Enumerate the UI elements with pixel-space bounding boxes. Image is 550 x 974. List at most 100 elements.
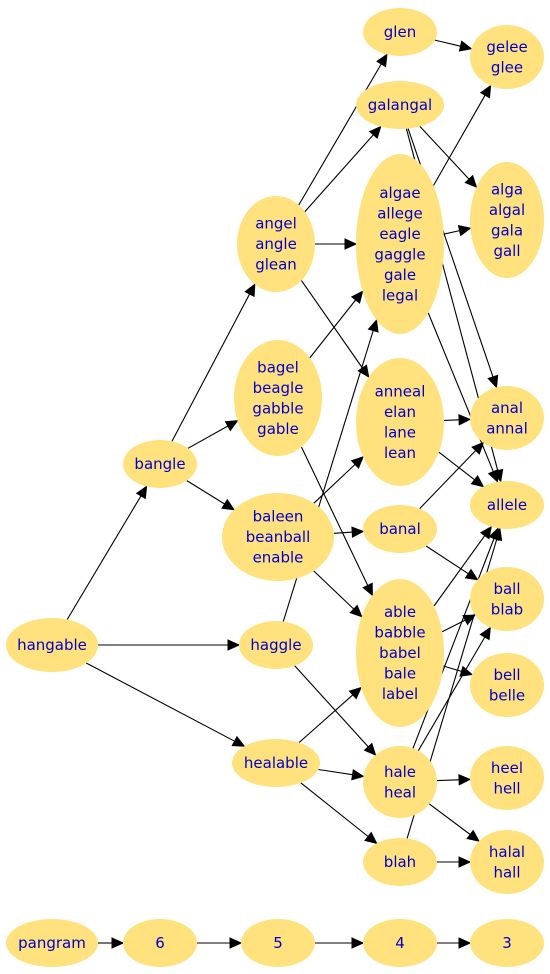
edge-line: [419, 450, 477, 510]
node-label-line: haggle: [250, 636, 301, 654]
node-label-line: lane: [384, 423, 416, 441]
edge-angel-to-anneal: [300, 280, 370, 378]
node-label-line: blab: [491, 600, 523, 618]
edge-banal-to-ball: [425, 545, 479, 581]
edge-line: [433, 535, 486, 607]
edge-line: [300, 782, 369, 837]
node-label-line: eagle: [379, 225, 420, 243]
edge-haggle-to-hale: [294, 665, 377, 756]
edge-line: [425, 545, 469, 575]
node-ellipse: [470, 919, 544, 967]
edge-anneal-to-anal: [443, 414, 472, 426]
edge-arrowhead: [491, 527, 503, 542]
node-ellipse: [470, 653, 544, 717]
node-label-line: babel: [379, 644, 421, 662]
edge-line: [298, 694, 354, 744]
edge-arrowhead: [350, 290, 364, 304]
node-label-line: healable: [244, 754, 308, 772]
node-label-line: allele: [487, 496, 527, 514]
node-ellipse: [356, 358, 444, 486]
node-ellipse: [222, 493, 334, 581]
node-ellipse: [470, 481, 544, 529]
edge-n5-to-n4: [315, 937, 365, 949]
edge-glen-to-gelee: [434, 39, 473, 52]
edge-arrowhead: [479, 626, 491, 641]
node-healable: healable: [232, 739, 320, 787]
edge-baleen-to-anneal: [313, 455, 364, 504]
edge-line: [333, 531, 353, 534]
edge-hangable-to-bangle: [66, 485, 148, 620]
node-label-line: heel: [491, 759, 523, 777]
edge-arrowhead: [351, 937, 365, 949]
node-n4: 4: [363, 919, 437, 967]
edge-line: [438, 451, 475, 481]
node-label-line: lean: [384, 444, 416, 462]
node-label-line: 5: [273, 934, 283, 952]
edge-hale-to-halal: [428, 803, 480, 842]
edge-bagel-to-able: [301, 446, 373, 597]
node-ellipse: [470, 386, 544, 450]
edge-arrowhead: [464, 174, 478, 189]
node-ellipse: [232, 739, 320, 787]
edge-anneal-to-allele: [438, 451, 485, 488]
node-ellipse: [470, 746, 544, 810]
edge-arrowhead: [458, 414, 472, 426]
edge-line: [318, 768, 353, 776]
node-n5: 5: [241, 919, 315, 967]
node-label-line: belle: [489, 686, 525, 704]
node-ellipse: [470, 567, 544, 631]
edge-n6-to-n5: [197, 937, 243, 949]
edge-line: [301, 446, 369, 586]
node-label-line: algae: [379, 184, 420, 202]
node-label-line: hangable: [17, 636, 87, 654]
edge-arrowhead: [470, 474, 485, 488]
node-label-line: glean: [255, 256, 297, 274]
node-label-line: beagle: [253, 379, 304, 397]
node-ellipse: [123, 919, 197, 967]
edge-arrowhead: [244, 283, 256, 298]
edge-arrowhead: [479, 525, 493, 540]
node-n3: 3: [470, 919, 544, 967]
node-label-line: able: [384, 603, 416, 621]
edge-arrowhead: [459, 665, 474, 677]
edge-arrowhead: [221, 498, 236, 511]
node-label-line: anal: [491, 399, 523, 417]
node-label-line: gall: [493, 242, 520, 260]
edge-hangable-to-haggle: [98, 639, 241, 651]
node-label-line: hell: [493, 779, 520, 797]
edge-line: [419, 126, 470, 180]
edge-line: [300, 280, 363, 369]
node-label-line: gale: [384, 266, 416, 284]
edge-hale-to-heel: [436, 774, 472, 786]
edge-line: [412, 538, 495, 749]
edge-hangable-to-healable: [85, 662, 246, 747]
edge-line: [443, 665, 462, 672]
node-ellipse: [363, 8, 437, 56]
edge-line: [436, 779, 460, 782]
edge-arrowhead: [368, 125, 382, 139]
node-label-line: enable: [253, 549, 304, 567]
edge-line: [186, 480, 225, 505]
edge-angel-to-galangal: [304, 125, 382, 213]
edge-line: [313, 463, 356, 504]
node-label-line: angel: [255, 215, 297, 233]
node-label-line: gable: [257, 420, 299, 438]
edge-line: [304, 134, 374, 213]
edge-arrowhead: [458, 856, 472, 868]
edge-arrowhead: [458, 937, 472, 949]
edge-bagel-to-algae: [309, 290, 364, 359]
node-ellipse: [363, 746, 437, 818]
node-label-line: label: [382, 685, 418, 703]
edge-arrowhead: [458, 774, 472, 786]
node-label-line: pangram: [18, 934, 86, 952]
edge-line: [66, 495, 142, 620]
edge-banal-to-anal: [419, 441, 485, 510]
